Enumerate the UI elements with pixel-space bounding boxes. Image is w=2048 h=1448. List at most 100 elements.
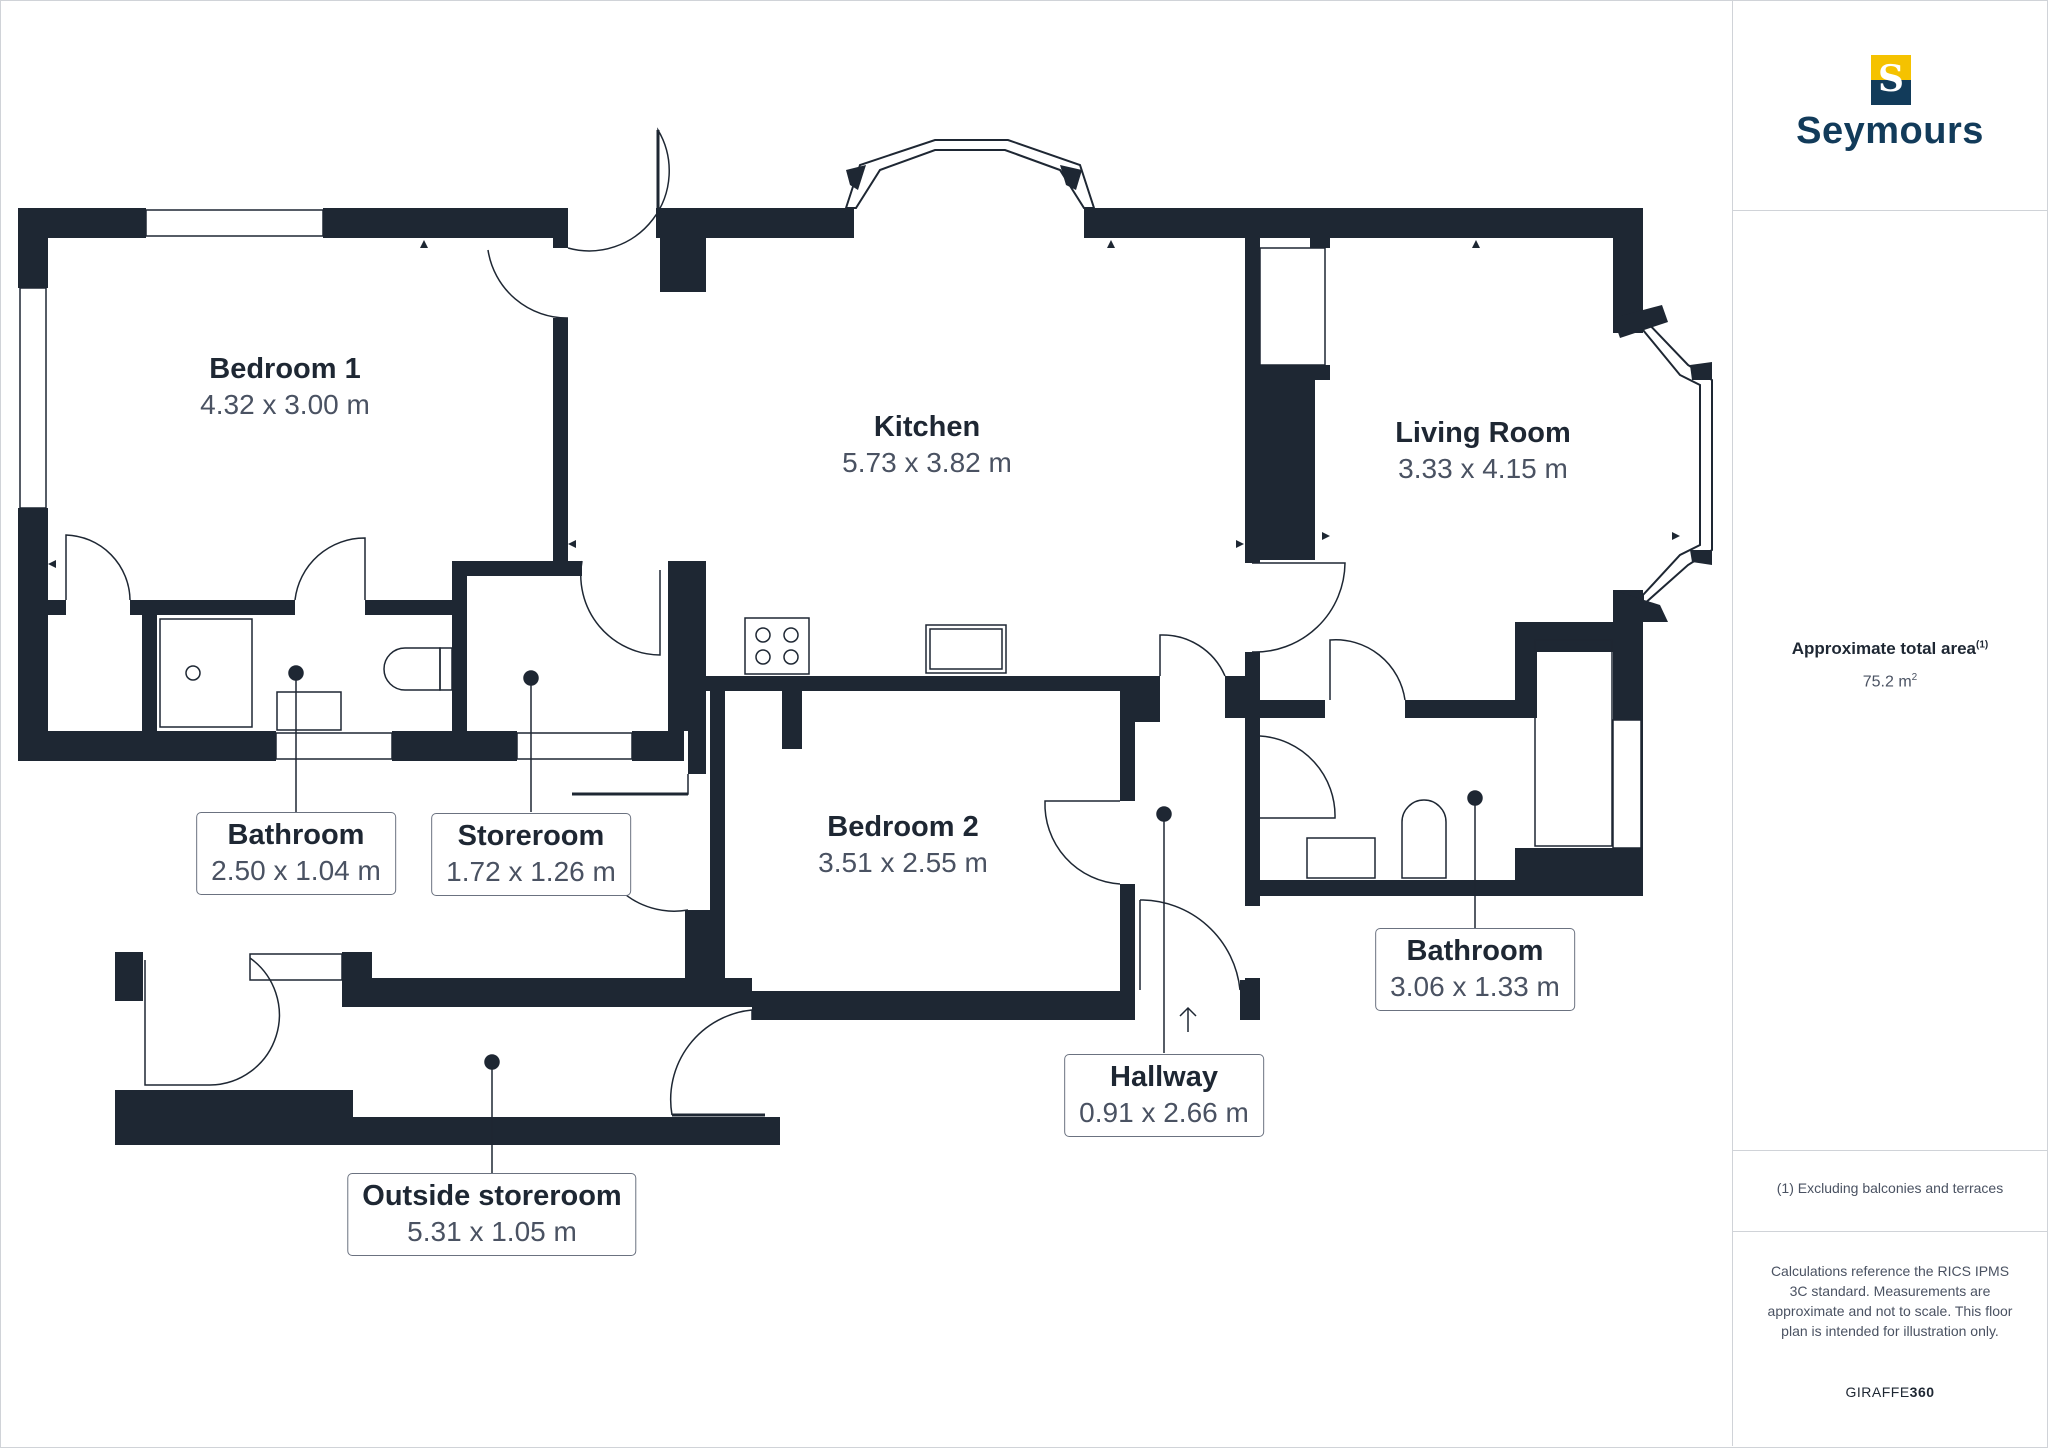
room-dimensions: 5.31 x 1.05 m	[407, 1216, 577, 1248]
door-swing	[294, 537, 366, 601]
window	[145, 209, 324, 237]
room-name: Bathroom	[227, 819, 365, 851]
bay-corners	[846, 165, 1712, 622]
wall	[688, 561, 706, 774]
door-swing	[580, 560, 661, 656]
door-swing	[1139, 899, 1241, 991]
wall	[1120, 691, 1135, 801]
door-swing	[1251, 562, 1346, 653]
entrance-arrow-icon	[1179, 1006, 1197, 1032]
kitchen-hob	[744, 617, 810, 675]
door-swing	[1044, 800, 1121, 885]
disclaimer: Calculations reference the RICS IPMS 3C …	[1767, 1263, 2013, 1339]
room-name: Storeroom	[457, 820, 605, 852]
info-panel: S Seymours Approximate total area(1) 75.…	[1732, 0, 2047, 1446]
shower-tray	[159, 618, 253, 728]
room-label-living-room: Living Room 3.33 x 4.15 m	[1395, 415, 1571, 486]
credit-bold: 360	[1909, 1384, 1935, 1400]
area-title-text: Approximate total area	[1791, 639, 1976, 658]
room-name: Living Room	[1395, 417, 1571, 449]
wall	[1260, 365, 1330, 380]
window	[249, 953, 343, 981]
room-name: Kitchen	[873, 411, 981, 443]
door-swing	[669, 1009, 753, 1116]
window	[1612, 719, 1642, 849]
wall	[1245, 700, 1325, 718]
credit: GIRAFFE360	[1733, 1384, 2047, 1400]
area-title: Approximate total area(1)	[1733, 639, 2047, 659]
room-label-storeroom: Storeroom 1.72 x 1.26 m	[431, 813, 631, 897]
bath-sink	[276, 691, 342, 731]
doors	[65, 127, 1406, 1117]
wall	[365, 600, 455, 615]
wall	[685, 910, 715, 1007]
window	[516, 732, 633, 760]
room-dimensions: 3.06 x 1.33 m	[1390, 971, 1560, 1003]
walls	[18, 208, 1643, 1145]
wall	[18, 731, 276, 761]
wall	[752, 991, 1135, 1020]
room-label-bedroom-1: Bedroom 1 4.32 x 3.00 m	[200, 351, 370, 422]
wall	[660, 238, 706, 292]
wall	[1310, 238, 1330, 248]
room-label-outside-storeroom: Outside storeroom 5.31 x 1.05 m	[347, 1173, 637, 1257]
door-swing	[567, 127, 670, 252]
window	[275, 732, 393, 760]
door-swing	[487, 249, 569, 319]
divider	[1733, 1150, 2047, 1151]
area-value-text: 75.2 m	[1862, 673, 1912, 691]
brand-logo-icon: S	[1871, 55, 1911, 105]
logo-letter: S	[1878, 58, 1904, 100]
area-value: 75.2 m2	[1733, 672, 2047, 691]
door-swing	[144, 957, 281, 1086]
wall	[1120, 884, 1135, 1020]
label-pins	[288, 665, 1483, 1173]
window	[19, 287, 47, 509]
wall	[782, 691, 802, 749]
room-name: Hallway	[1110, 1061, 1218, 1093]
room-label-bathroom-2: Bathroom 3.06 x 1.33 m	[1375, 928, 1575, 1012]
wall	[1084, 208, 1640, 238]
room-dimensions: 2.50 x 1.04 m	[211, 855, 381, 887]
wall	[392, 731, 517, 761]
wall	[452, 561, 582, 576]
markers	[48, 240, 1680, 568]
door-swing	[1329, 639, 1406, 701]
room-dimensions: 3.33 x 4.15 m	[1398, 453, 1568, 485]
wall	[1405, 700, 1515, 718]
wardrobe	[1259, 247, 1326, 366]
door-swing	[65, 534, 131, 601]
bath2-sink	[1306, 837, 1376, 879]
room-dimensions: 3.51 x 2.55 m	[818, 847, 988, 879]
bath-toilet	[383, 647, 441, 691]
footnote: (1) Excluding balconies and terraces	[1776, 1180, 2004, 1196]
room-name: Bathroom	[1406, 935, 1544, 967]
wall	[553, 208, 568, 248]
bathtub	[1534, 639, 1613, 847]
wall	[1245, 365, 1315, 560]
brand-name: Seymours	[1796, 110, 1984, 152]
wall	[48, 600, 66, 615]
room-dimensions: 4.32 x 3.00 m	[200, 389, 370, 421]
room-dimensions: 0.91 x 2.66 m	[1079, 1097, 1249, 1129]
wall	[323, 208, 568, 238]
kitchen-sink	[925, 624, 1007, 674]
room-name: Bedroom 1	[209, 353, 361, 385]
kitchen-bay-window	[844, 139, 1096, 209]
fixtures	[159, 247, 1613, 879]
toilet-cistern	[439, 647, 453, 691]
kitchen-sink-inner	[929, 628, 1003, 670]
wall	[130, 600, 295, 615]
room-label-hallway: Hallway 0.91 x 2.66 m	[1064, 1054, 1264, 1138]
room-label-bathroom-1: Bathroom 2.50 x 1.04 m	[196, 812, 396, 896]
wall	[342, 978, 752, 1007]
wall	[632, 731, 684, 761]
divider	[1733, 1231, 2047, 1232]
room-label-kitchen: Kitchen 5.73 x 3.82 m	[842, 409, 1012, 480]
room-name: Bedroom 2	[827, 811, 979, 843]
wall	[342, 952, 372, 1007]
wall	[18, 208, 48, 288]
wall	[452, 561, 467, 731]
wall	[1245, 718, 1260, 818]
room-name: Outside storeroom	[362, 1180, 622, 1212]
